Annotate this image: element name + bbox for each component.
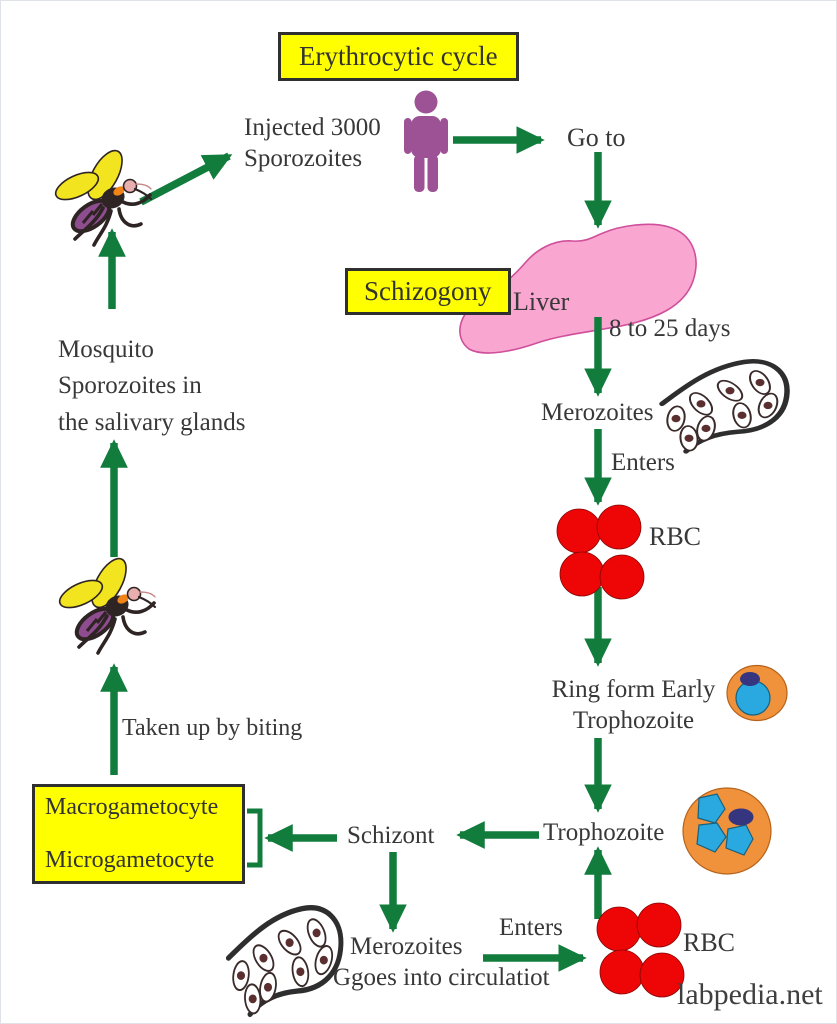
watermark: labpedia.net [677, 978, 823, 1011]
person-icon [404, 90, 448, 192]
liver-label: Liver [513, 287, 570, 316]
trophozoite-cell-icon [682, 787, 772, 875]
arrow-mosquito-to-injected [139, 152, 233, 206]
schizogony-box: Schizogony [345, 268, 511, 315]
macrogametocyte-label: Macrogametocyte [45, 794, 219, 820]
ring-form-cell-icon [726, 664, 788, 722]
title-box: Erythrocytic cycle [278, 32, 519, 81]
trophozoite-label: Trophozoite [543, 819, 665, 846]
goes-circulation-label: Ggoes into circulatiot [333, 964, 550, 991]
mosquito-icon [49, 143, 153, 247]
rbc-cluster-icon [556, 504, 645, 600]
mosquito-icon [53, 551, 157, 655]
injected-sporozoites-label: Injected 3000 Sporozoites [244, 114, 381, 173]
merozoites-bottom-label: Merozoites [350, 933, 463, 960]
enters-top-label: Enters [611, 449, 675, 476]
flow-arrows [98, 126, 612, 972]
gametocyte-bracket [247, 808, 263, 868]
ring-form-label: Ring form Early Trophozoite [551, 676, 716, 735]
rbc-cluster-icon [596, 902, 685, 998]
schizont-sac-icon [662, 361, 787, 451]
mosquito-salivary-label: Mosquito Sporozoites in the salivary gla… [58, 336, 246, 436]
taken-up-label: Taken up by biting [122, 715, 303, 741]
diagram-title: Erythrocytic cycle [299, 41, 498, 71]
enters-bottom-label: Enters [499, 914, 563, 941]
merozoites-top-label: Merozoites [541, 399, 654, 426]
days-label: 8 to 25 days [609, 315, 731, 342]
rbc-bottom-label: RBC [683, 928, 736, 957]
schizont-sac-icon [228, 908, 341, 1015]
schizogony-label: Schizogony [364, 276, 492, 306]
go-to-label: Go to [567, 123, 626, 152]
microgametocyte-label: Microgametocyte [45, 847, 215, 873]
gametocyte-box: Macrogametocyte Microgametocyte [32, 784, 245, 884]
rbc-top-label: RBC [649, 522, 702, 551]
schizont-label: Schizont [347, 822, 435, 849]
